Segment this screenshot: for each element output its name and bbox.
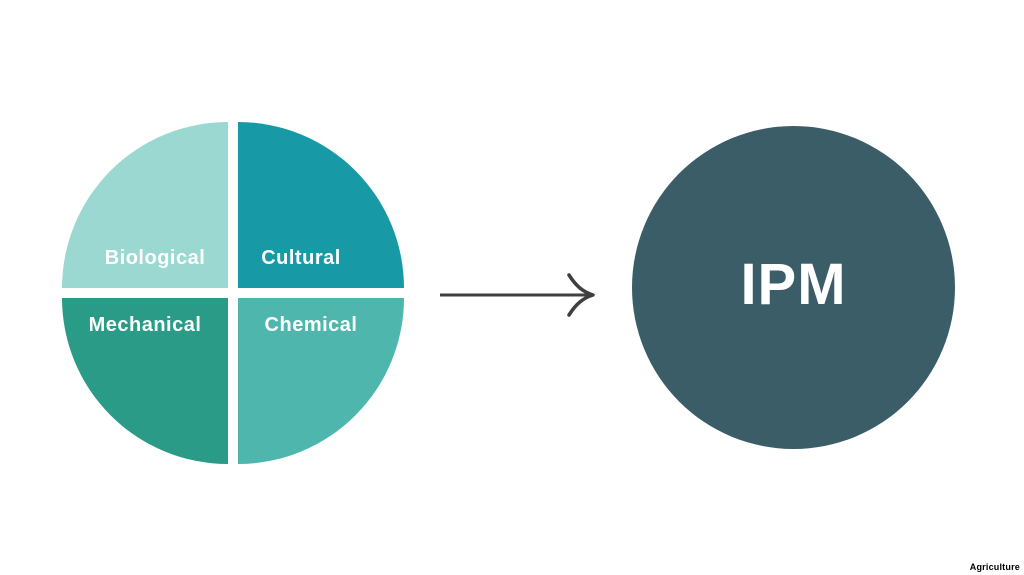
pie-quadrant-mechanical: Mechanical [62, 298, 228, 464]
quadrant-label-mechanical: Mechanical [88, 314, 202, 336]
pie-quadrant-biological: Biological [62, 122, 228, 288]
result-label: IPM [740, 252, 847, 317]
arrow-right-icon [440, 273, 595, 317]
quadrant-label-biological: Biological [104, 247, 206, 269]
quadrant-label-chemical: Chemical [264, 314, 358, 336]
arrow-head [567, 273, 595, 317]
pie-quadrant-chemical: Chemical [238, 298, 404, 464]
result-circle: IPM [632, 126, 955, 449]
pie-quadrant-cultural: Cultural [238, 122, 404, 288]
pie-chart: Biological Cultural Mechanical Chemical [62, 122, 404, 464]
quadrant-label-cultural: Cultural [261, 247, 341, 269]
watermark-text: Agriculture [969, 562, 1020, 572]
